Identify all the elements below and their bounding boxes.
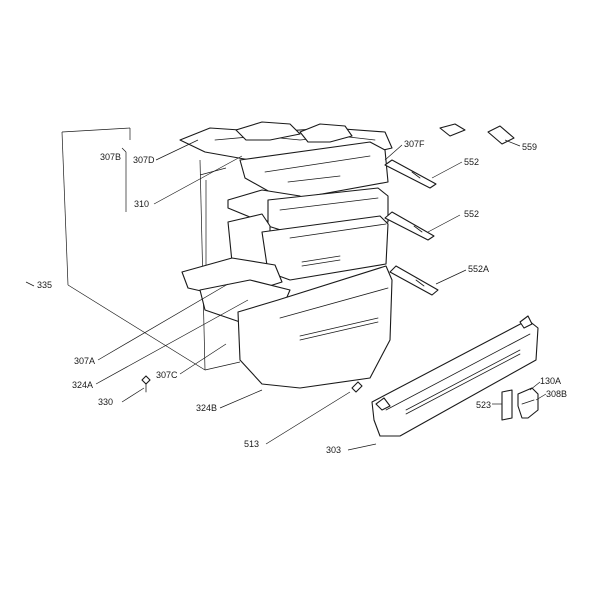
label-552-mid: 552 (464, 209, 479, 219)
leader-lines (25, 139, 547, 451)
label-310: 310 (134, 199, 149, 209)
label-307F: 307F (404, 139, 425, 149)
label-308B: 308B (546, 389, 567, 399)
label-307D: 307D (133, 155, 155, 165)
top-drawer (227, 141, 389, 237)
label-324A: 324A (72, 380, 93, 390)
label-335: 335 (37, 280, 52, 290)
label-307A: 307A (74, 356, 95, 366)
label-552-top: 552 (464, 157, 479, 167)
small-hardware (141, 375, 539, 421)
label-130A: 130A (540, 376, 561, 386)
cabinet-outline (61, 127, 241, 371)
label-513: 513 (244, 439, 259, 449)
slide-rails (384, 159, 439, 296)
label-523: 523 (476, 400, 491, 410)
clip-559 (487, 125, 515, 145)
label-324B: 324B (196, 403, 217, 413)
label-307B: 307B (100, 152, 121, 162)
label-307C: 307C (156, 370, 178, 380)
label-552A: 552A (468, 264, 489, 274)
middle-drawer (227, 213, 389, 281)
bottom-drawer (181, 257, 393, 389)
label-330: 330 (98, 397, 113, 407)
upper-shelf-assembly (179, 121, 466, 166)
callout-labels: 307B 307D 307F 552 552 552A 559 310 335 … (37, 139, 567, 455)
kick-plate (371, 315, 539, 437)
label-303: 303 (326, 445, 341, 455)
label-559: 559 (522, 142, 537, 152)
